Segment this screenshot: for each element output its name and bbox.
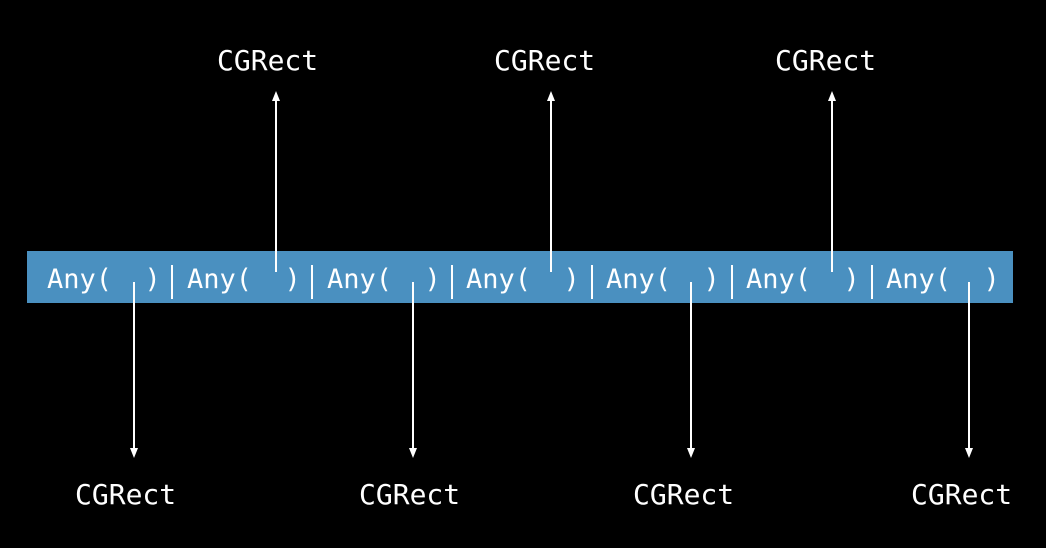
cgrect-label-top-3: CGRect [775,44,877,77]
array-storage-bar [27,251,1013,303]
cgrect-label-bottom-3: CGRect [633,478,735,511]
cell-separator [451,265,453,299]
arrow-head-icon [409,448,417,458]
arrow-head-icon [547,91,555,101]
cgrect-label-top-1: CGRect [217,44,319,77]
cell-separator [871,265,873,299]
array-cell-4: Any( ) [466,264,580,295]
arrow-head-icon [272,91,280,101]
arrow-head-icon [965,448,973,458]
cgrect-label-bottom-4: CGRect [911,478,1013,511]
cell-separator [731,265,733,299]
array-cell-3: Any( ) [327,264,441,295]
array-cell-6: Any( ) [746,264,860,295]
cell-separator [171,265,173,299]
cgrect-label-top-2: CGRect [494,44,596,77]
array-cell-7: Any( ) [886,264,1000,295]
array-cell-5: Any( ) [606,264,720,295]
arrow-head-icon [687,448,695,458]
cgrect-label-bottom-2: CGRect [359,478,461,511]
array-cell-2: Any( ) [187,264,301,295]
cgrect-label-bottom-1: CGRect [75,478,177,511]
arrow-head-icon [130,448,138,458]
cell-separator [591,265,593,299]
cell-separator [311,265,313,299]
array-cell-1: Any( ) [47,264,161,295]
arrow-head-icon [828,91,836,101]
